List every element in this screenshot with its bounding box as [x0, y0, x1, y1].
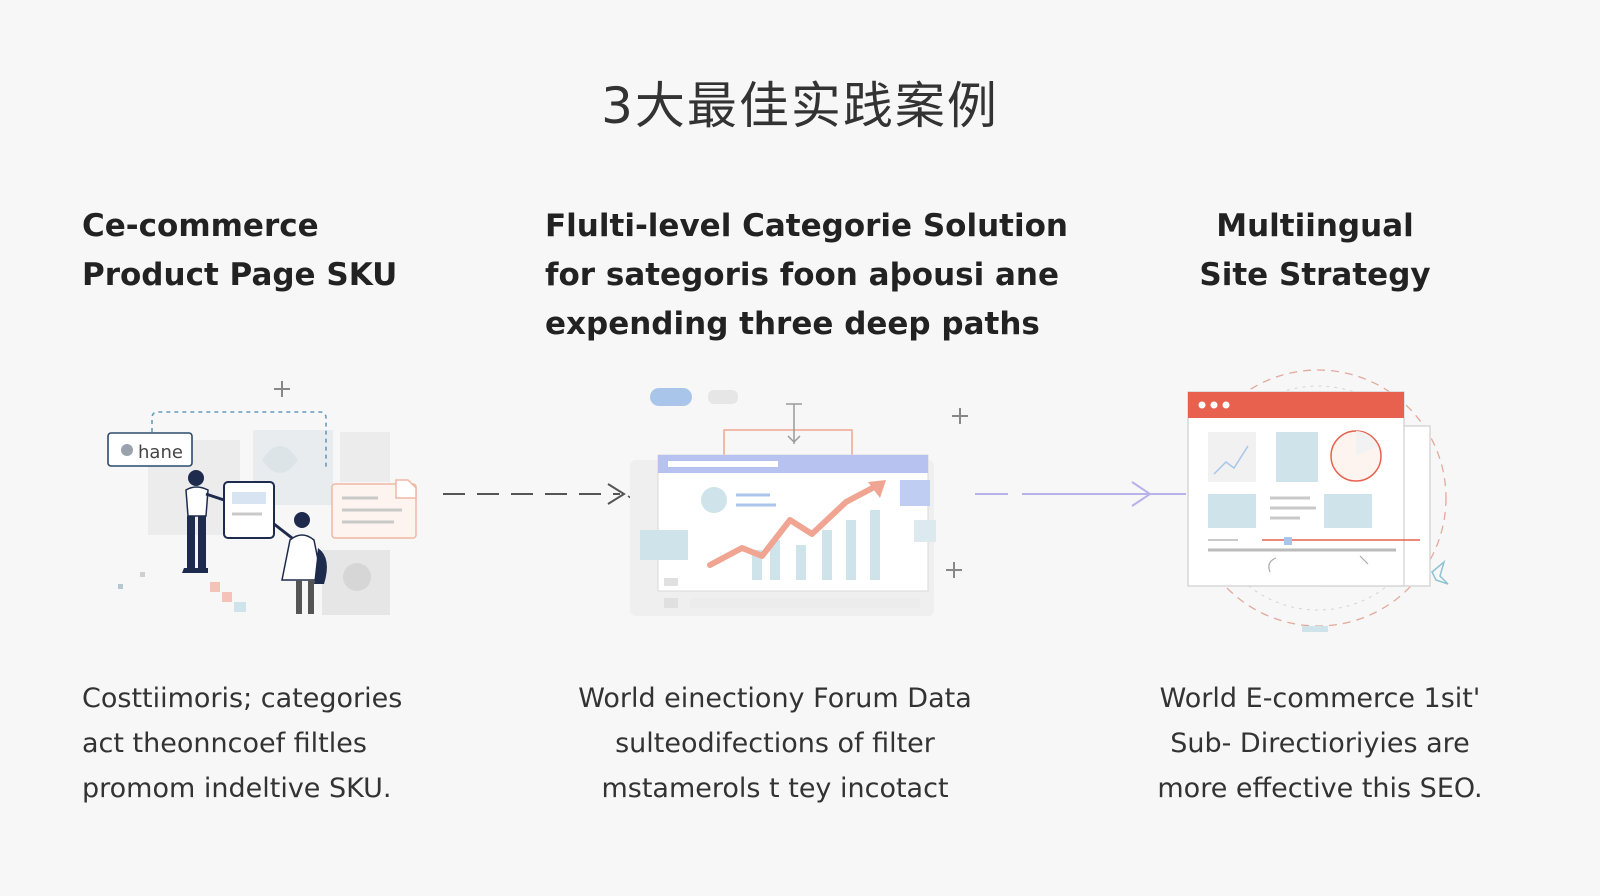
- plus-icon: [946, 562, 962, 578]
- column-1-title-line-1: Ce-commerce: [82, 208, 319, 244]
- column-2-description: World einectiony Forum Data sulteodifect…: [565, 676, 985, 811]
- column-3-title: Multiingual Site Strategy: [1190, 202, 1440, 300]
- column-1-title: Ce-commerce Product Page SKU: [82, 202, 397, 300]
- column-3-desc-line-3: more effective this SEO.: [1157, 773, 1483, 804]
- column-2-desc-line-2: sulteodifections of filter: [615, 728, 935, 759]
- name-badge-label: hane: [138, 442, 183, 463]
- column-1-desc-line-2: act theonncoef filtles: [82, 728, 367, 759]
- column-3-desc-line-1: World E-commerce 1sit': [1159, 683, 1481, 714]
- column-2-desc-line-1: World einectiony Forum Data: [578, 683, 972, 714]
- person-standing: [182, 470, 225, 573]
- column-3-desc-line-2: Sub- Directioriyies are: [1170, 728, 1470, 759]
- browser-window-icon: [1187, 369, 1449, 632]
- page-title: 3大最佳实践案例: [601, 77, 999, 135]
- arrow-right-icon: [443, 483, 654, 505]
- people-illustration: hane: [107, 381, 417, 615]
- arrow-right-icon: [975, 481, 1186, 507]
- column-3-description: World E-commerce 1sit' Sub- Directioriyi…: [1150, 676, 1490, 811]
- person-seated: [273, 512, 327, 614]
- name-badge: hane: [107, 432, 193, 467]
- column-2-title-line-1: Flulti-level Categorie Solution: [545, 208, 1068, 244]
- column-1-desc-line-3: promom indeltive SKU.: [82, 773, 392, 804]
- column-1-desc-line-1: Costtiimoris; categories: [82, 683, 403, 714]
- line-chart-icon: [707, 480, 886, 580]
- column-1-title-line-2: Product Page SKU: [82, 257, 398, 293]
- column-3-title-line-1: Multiingual: [1216, 208, 1414, 244]
- plus-icon: [952, 408, 968, 424]
- column-1-description: Costtiimoris; categories act theonncoef …: [82, 676, 402, 811]
- column-2-title-line-2: for sategoris foon aþousi ane: [545, 257, 1060, 293]
- dashboard-illustration: [630, 388, 968, 616]
- plus-icon: [274, 381, 290, 397]
- column-3-title-line-2: Site Strategy: [1199, 257, 1431, 293]
- column-2-title-line-3: expending three deep paths: [545, 306, 1040, 342]
- column-2-desc-line-3: mstamerols t tey incotact: [601, 773, 949, 804]
- document-icon: [331, 479, 417, 539]
- column-2-title: Flulti-level Categorie Solution for sate…: [545, 202, 1068, 349]
